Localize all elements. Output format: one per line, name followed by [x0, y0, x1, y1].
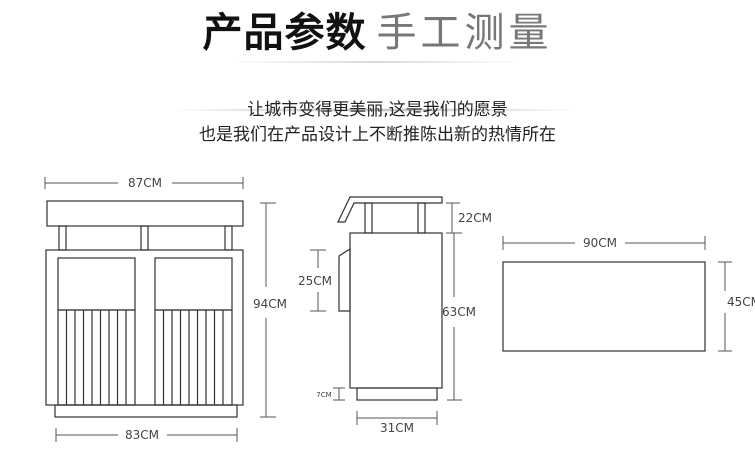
front-post — [140, 225, 149, 251]
side-base — [356, 387, 438, 401]
top-depth-label: 45CM — [727, 295, 755, 309]
front-height-label: 94CM — [253, 297, 287, 311]
right-opening — [154, 257, 233, 311]
title-light: 手工测量 — [376, 10, 553, 56]
left-opening — [57, 257, 136, 311]
front-width-bottom-label: 83CM — [125, 428, 159, 442]
top-view — [502, 261, 706, 352]
slogan-line-1: 让城市变得更美丽,这是我们的愿景 — [247, 100, 508, 120]
side-body — [349, 232, 443, 389]
slogan-line-2: 也是我们在产品设计上不断推陈出新的热情所在 — [199, 125, 556, 145]
top-length-label: 90CM — [583, 236, 617, 250]
side-view — [337, 196, 443, 401]
front-post — [224, 225, 233, 251]
title-divider-dots — [225, 61, 525, 63]
page-title: 产品参数手工测量 — [0, 8, 755, 58]
front-lid — [46, 200, 244, 227]
side-base-width-label: 31CM — [380, 421, 414, 435]
front-base — [54, 404, 238, 418]
left-slats — [57, 309, 136, 406]
front-post — [58, 225, 67, 251]
side-post — [364, 202, 373, 234]
side-base-height-label: 7CM — [316, 391, 331, 399]
title-divider — [160, 108, 590, 112]
side-flap-height-label: 25CM — [298, 274, 332, 288]
side-top-height-label: 22CM — [458, 211, 492, 225]
title-bold: 产品参数 — [202, 10, 367, 56]
right-slats — [154, 309, 233, 406]
front-view — [45, 200, 244, 418]
side-post — [417, 202, 426, 234]
side-flap — [338, 247, 351, 312]
front-width-top-label: 87CM — [128, 176, 162, 190]
side-lid — [337, 196, 443, 223]
side-body-height-label: 63CM — [442, 305, 476, 319]
